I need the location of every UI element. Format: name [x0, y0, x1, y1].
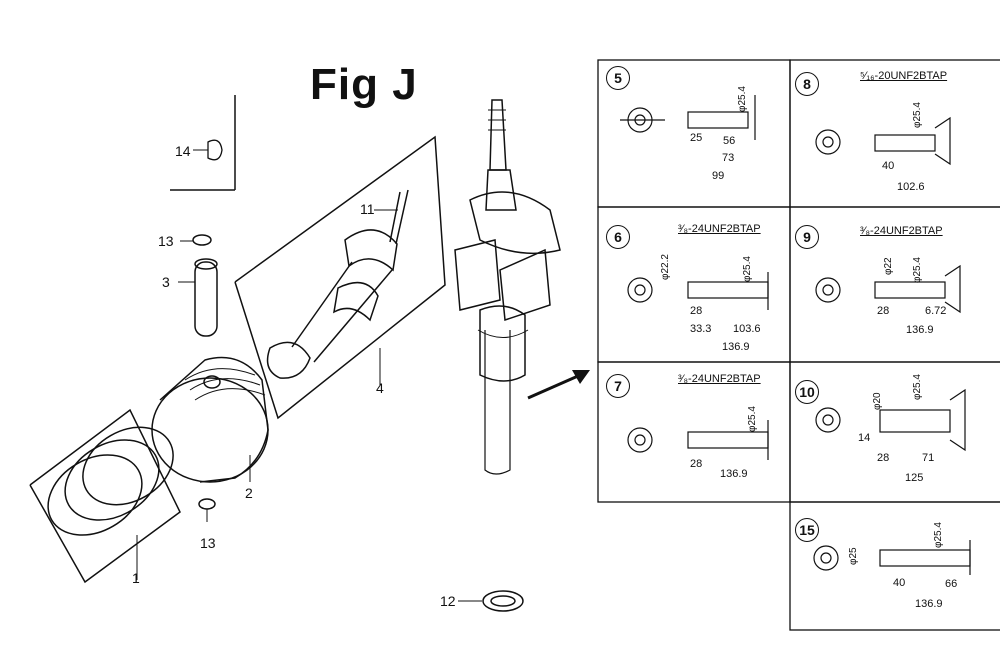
panel-8-dim: 102.6: [897, 181, 925, 193]
callout-13-bottom: 13: [200, 535, 216, 551]
callout-13-top: 13: [158, 233, 174, 249]
panel-8-dim: 40: [882, 160, 895, 172]
panel-5-number: 5: [606, 66, 630, 90]
panel-15-diameter: φ25: [848, 547, 859, 565]
panel-7-dim: 136.9: [720, 468, 748, 480]
panel-7-dim: 28: [690, 458, 703, 470]
part-14-frame: [170, 95, 236, 191]
panel-9-diameter: φ22: [883, 257, 894, 275]
panel-6-dim: 136.9: [722, 341, 750, 353]
panel-7-tap-spec: ³⁄₈-24UNF2BTAP: [678, 373, 761, 385]
callout-2: 2: [245, 485, 253, 501]
panel-9-tap-spec: ³⁄₈-24UNF2BTAP: [860, 225, 943, 237]
panel-10-diameter: φ25.4: [912, 374, 923, 400]
panel-9-dim: 6.72: [925, 305, 947, 317]
panel-8-number: 8: [795, 72, 819, 96]
panel-9-dim: 136.9: [906, 324, 934, 336]
panel-5-dim: 56: [723, 135, 736, 147]
panel-10-number: 10: [795, 380, 819, 404]
panel-6-number: 6: [606, 225, 630, 249]
panel-6-diameter: φ22.2: [660, 254, 671, 280]
callout-11: 11: [360, 201, 375, 217]
washer: [458, 590, 524, 612]
panel-10-dim: 28: [877, 452, 890, 464]
panel-10-dim: 125: [905, 472, 924, 484]
panel-5-diameter: φ25.4: [737, 86, 748, 112]
arrow-to-panels: [527, 370, 590, 400]
panel-15-diameter: φ25.4: [933, 522, 944, 548]
panel-10-diameter: φ20: [872, 392, 883, 410]
conrod-group-frame: [234, 135, 446, 420]
panel-15-dim: 66: [945, 578, 958, 590]
panel-5-dim: 99: [712, 170, 725, 182]
panel-6-dim: 103.6: [733, 323, 761, 335]
piston-pin: [178, 258, 218, 337]
panel-5-dim: 73: [722, 152, 735, 164]
panel-8-diameter: φ25.4: [912, 102, 923, 128]
callout-3: 3: [162, 274, 170, 290]
panel-7-number: 7: [606, 374, 630, 398]
callout-4: 4: [376, 380, 384, 396]
clip-icon-bottom: [198, 498, 216, 522]
panel-9-dim: 28: [877, 305, 890, 317]
panel-15-dim: 136.9: [915, 598, 943, 610]
panel-5-dim: 25: [690, 132, 703, 144]
panel-6-tap-spec: ³⁄₈-24UNF2BTAP: [678, 223, 761, 235]
clip-icon-top: [180, 234, 212, 246]
panel-6-diameter: φ25.4: [742, 256, 753, 282]
panel-9-diameter: φ25.4: [912, 257, 923, 283]
panel-shafts: [620, 95, 971, 575]
crankshaft: [454, 99, 561, 475]
panel-15-number: 15: [795, 518, 819, 542]
callout-12: 12: [440, 593, 456, 609]
panel-grid: [597, 59, 1000, 631]
piston-rings: [29, 408, 181, 584]
connecting-rod: [266, 189, 409, 379]
panel-7-diameter: φ25.4: [747, 406, 758, 432]
callout-1: 1: [132, 570, 140, 586]
panel-9-number: 9: [795, 225, 819, 249]
panel-10-dim: 71: [922, 452, 935, 464]
panel-6-dim: 33.3: [690, 323, 712, 335]
piston: [151, 356, 269, 483]
panel-10-dim: 14: [858, 432, 871, 444]
figure-title: Fig J: [310, 60, 418, 109]
callout-14: 14: [175, 143, 191, 159]
panel-6-dim: 28: [690, 305, 703, 317]
panel-8-tap-spec: ⁵⁄₁₆-20UNF2BTAP: [860, 70, 948, 82]
panel-15-dim: 40: [893, 577, 906, 589]
